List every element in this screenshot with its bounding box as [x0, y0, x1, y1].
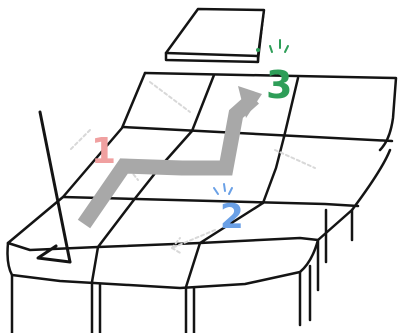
tile-grid	[8, 73, 397, 333]
step-3-label: 3	[266, 63, 292, 107]
step-2-label: 2	[220, 197, 244, 237]
phone-edge-icon	[38, 112, 70, 262]
floating-tile-icon	[166, 9, 264, 62]
step-1-label: 1	[91, 131, 116, 172]
